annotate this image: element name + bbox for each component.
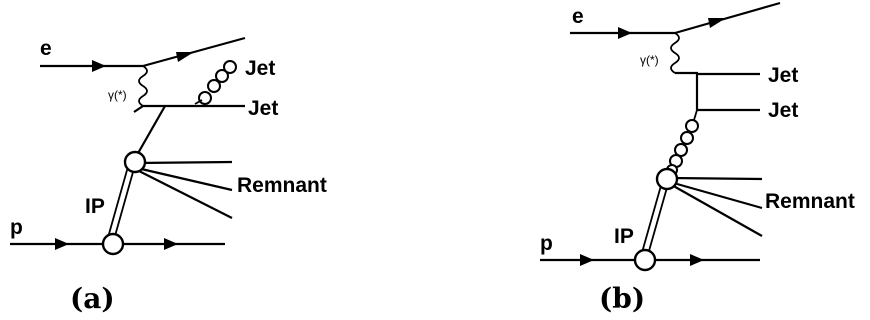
- remnant-line-3-a: [136, 169, 233, 219]
- photon-label-a: γ(*): [108, 88, 127, 102]
- electron-out-line-b: [674, 1, 781, 35]
- pomeron-label-a: IP: [85, 195, 105, 218]
- pomeron-double-line-b: [639, 180, 670, 260]
- remnant-line-1-b: [669, 176, 763, 181]
- proton-label-b: p: [540, 232, 553, 255]
- proton-out-arrow-a: [164, 238, 178, 250]
- electron-out-arrow-a: [176, 52, 194, 62]
- gluon-stub-a: [194, 99, 203, 105]
- photon-label-b: γ(*): [640, 53, 659, 67]
- proton-in-arrow-a: [55, 238, 69, 250]
- remnant-line-3-b: [669, 183, 763, 237]
- diagram-b: e γ(*) Jet Jet IP Remnant: [540, 1, 855, 315]
- remnant-line-2-b: [669, 180, 763, 210]
- pomeron-label-b: IP: [614, 225, 634, 248]
- jet1-label-a: Jet: [245, 57, 275, 80]
- jet1-label-b: Jet: [768, 64, 798, 87]
- remnant-line-1-a: [136, 160, 233, 165]
- proton-vertex-b: [633, 248, 657, 272]
- remnant-label-a: Remnant: [237, 174, 327, 197]
- jet2-label-b: Jet: [768, 99, 798, 122]
- gluon-coils-b: [666, 119, 699, 176]
- electron-in-arrow-b: [618, 27, 632, 39]
- photon-wavy-a: [138, 65, 148, 107]
- proton-label-a: p: [10, 216, 23, 239]
- electron-out-arrow-b: [708, 18, 726, 28]
- caption-a: (a): [70, 282, 115, 315]
- remnant-line-2-a: [136, 166, 233, 192]
- proton-vertex-a: [101, 232, 125, 256]
- gluon-coils-a: [198, 60, 237, 105]
- photon-wavy-b: [670, 32, 680, 74]
- pomeron-vertex-a: [123, 150, 147, 174]
- electron-label-a: e: [40, 37, 52, 60]
- quark-stub-a: [133, 105, 144, 113]
- pomeron-vertex-b: [655, 167, 679, 191]
- remnant-label-b: Remnant: [765, 190, 855, 213]
- electron-label-b: e: [572, 5, 584, 28]
- caption-b: (b): [599, 282, 645, 315]
- proton-in-arrow-b: [580, 254, 594, 266]
- electron-in-arrow-a: [92, 60, 106, 72]
- gluon-stub-b: [693, 109, 698, 121]
- pomeron-double-line-a: [105, 161, 137, 245]
- diagram-a: e γ(*) Jet Jet IP Remnant: [10, 36, 327, 315]
- jet2-label-a: Jet: [248, 97, 278, 120]
- proton-out-arrow-b: [690, 254, 704, 266]
